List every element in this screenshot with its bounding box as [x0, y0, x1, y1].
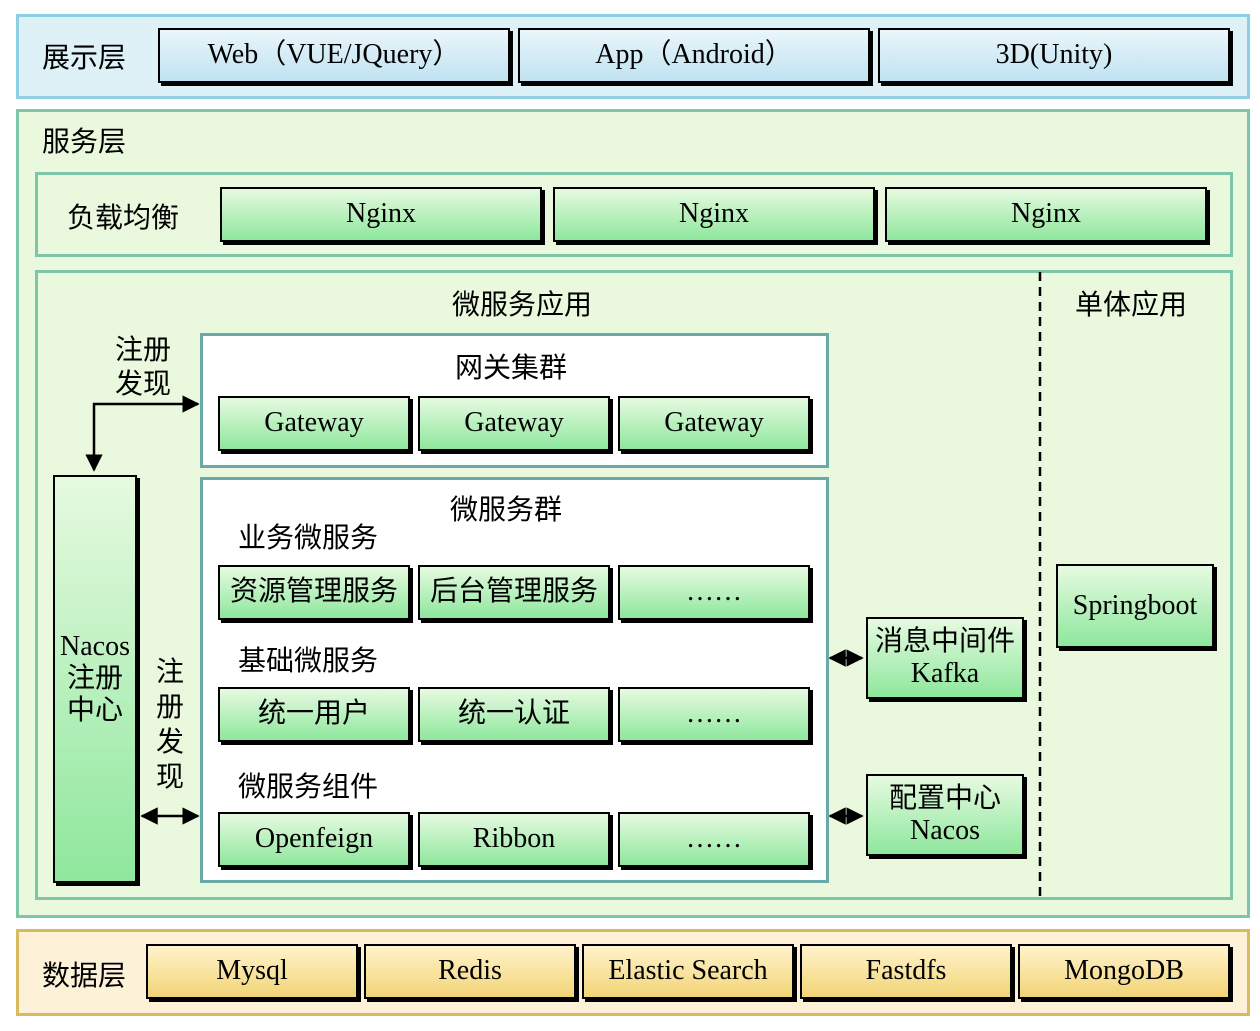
business-more-box: …… — [618, 565, 810, 620]
monolith-title: 单体应用 — [1075, 290, 1188, 321]
mongodb-box: MongoDB — [1018, 944, 1230, 999]
microservice-app-title: 微服务应用 — [452, 290, 593, 321]
presentation-layer-title: 展示层 — [42, 43, 127, 74]
gateway-box-2: Gateway — [418, 396, 610, 451]
basic-more-box: …… — [618, 687, 810, 742]
gateway-box-1: Gateway — [218, 396, 410, 451]
gateway-box-3: Gateway — [618, 396, 810, 451]
load-balance-title: 负载均衡 — [67, 203, 180, 234]
fastdfs-box: Fastdfs — [800, 944, 1012, 999]
unified-user-box: 统一用户 — [218, 687, 410, 742]
data-layer-title: 数据层 — [42, 961, 127, 992]
springboot-box: Springboot — [1056, 564, 1214, 648]
service-group-title: 微服务群 — [450, 495, 563, 526]
presentation-web-box: Web（VUE/JQuery） — [158, 28, 510, 83]
business-services-title: 业务微服务 — [238, 523, 379, 554]
ribbon-box: Ribbon — [418, 812, 610, 867]
openfeign-box: Openfeign — [218, 812, 410, 867]
presentation-app-box: App（Android） — [518, 28, 870, 83]
config-center-box: 配置中心 Nacos — [866, 774, 1024, 856]
register-discovery-label-top: 注册 发现 — [114, 335, 171, 400]
service-layer-title: 服务层 — [42, 127, 127, 158]
nginx-box-1: Nginx — [220, 187, 542, 242]
gateway-cluster-title: 网关集群 — [455, 353, 568, 384]
mysql-box: Mysql — [146, 944, 358, 999]
elasticsearch-box: Elastic Search — [582, 944, 794, 999]
resource-mgmt-box: 资源管理服务 — [218, 565, 410, 620]
nacos-registry-box: Nacos 注册 中心 — [53, 475, 137, 883]
register-discovery-label-mid: 注 册 发 现 — [155, 657, 184, 793]
presentation-3d-box: 3D(Unity) — [878, 28, 1230, 83]
nginx-box-2: Nginx — [553, 187, 875, 242]
unified-auth-box: 统一认证 — [418, 687, 610, 742]
nginx-box-3: Nginx — [885, 187, 1207, 242]
components-title: 微服务组件 — [238, 772, 379, 803]
components-more-box: …… — [618, 812, 810, 867]
registry-gateway-arrow — [85, 395, 200, 472]
redis-box: Redis — [364, 944, 576, 999]
kafka-box: 消息中间件 Kafka — [866, 617, 1024, 699]
basic-services-title: 基础微服务 — [238, 646, 379, 677]
backend-mgmt-box: 后台管理服务 — [418, 565, 610, 620]
